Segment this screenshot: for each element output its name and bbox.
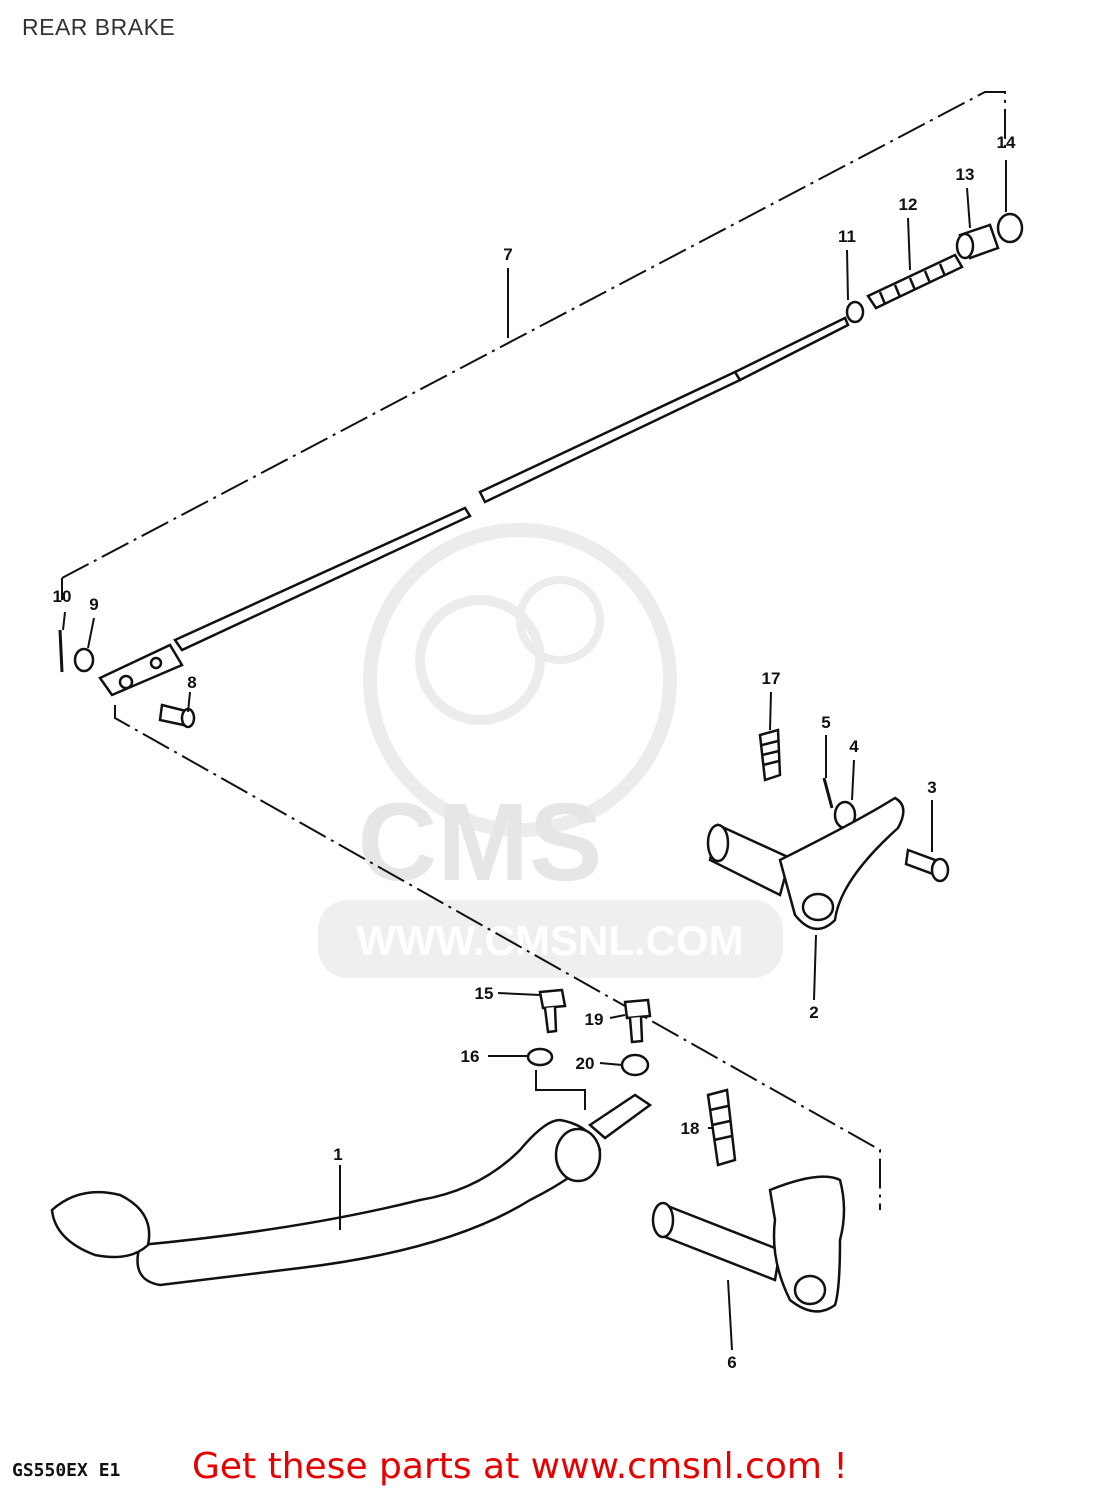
washer-part-11 xyxy=(845,300,865,324)
callout-6[interactable]: 6 xyxy=(727,1353,736,1372)
callout-15[interactable]: 15 xyxy=(475,984,494,1003)
spring-part-17 xyxy=(758,728,782,782)
washer-part-20 xyxy=(620,1053,650,1077)
spring-part-18 xyxy=(706,1088,737,1167)
clevis-pin-part-8 xyxy=(158,703,196,729)
assembly-lines xyxy=(61,91,1006,1210)
callout-7[interactable]: 7 xyxy=(503,245,512,264)
callout-10[interactable]: 10 xyxy=(53,587,72,606)
callout-14[interactable]: 14 xyxy=(997,133,1016,152)
spring-part-12 xyxy=(866,253,964,310)
leader-lines xyxy=(62,160,1007,1351)
part-callouts: 14 13 12 11 7 10 9 8 17 5 4 3 2 15 19 16… xyxy=(53,133,1016,1372)
cotter-pin-part-5 xyxy=(822,777,834,809)
callout-12[interactable]: 12 xyxy=(899,195,918,214)
callout-8[interactable]: 8 xyxy=(187,673,196,692)
bolt-part-19 xyxy=(623,998,652,1044)
washer-part-9 xyxy=(73,647,95,673)
callout-17[interactable]: 17 xyxy=(762,669,781,688)
callout-1[interactable]: 1 xyxy=(333,1145,342,1164)
model-code: GS550EX E1 xyxy=(12,1460,121,1481)
callout-16[interactable]: 16 xyxy=(461,1047,480,1066)
callout-3[interactable]: 3 xyxy=(927,778,936,797)
callout-2[interactable]: 2 xyxy=(809,1003,818,1022)
watermark-url-text: WWW.CMSNL.COM xyxy=(356,917,743,964)
brake-rod xyxy=(98,316,850,697)
callout-19[interactable]: 19 xyxy=(585,1010,604,1029)
nut-part-14 xyxy=(996,212,1024,244)
bolt-part-15 xyxy=(538,988,567,1034)
bolt-part-3 xyxy=(904,848,950,883)
joint-part-13 xyxy=(955,223,1000,260)
page-title: REAR BRAKE xyxy=(22,14,176,40)
callout-11[interactable]: 11 xyxy=(838,227,856,246)
lever-shaft-part-6 xyxy=(651,1175,846,1313)
promo-link[interactable]: Get these parts at www.cmsnl.com ! xyxy=(192,1446,848,1487)
callout-20[interactable]: 20 xyxy=(576,1054,595,1073)
brake-pedal-part-1 xyxy=(50,1093,653,1287)
lever-part-2 xyxy=(706,796,905,930)
watermark-logo-text: CMS xyxy=(358,781,602,904)
callout-5[interactable]: 5 xyxy=(821,713,830,732)
callout-9[interactable]: 9 xyxy=(89,595,98,614)
callout-13[interactable]: 13 xyxy=(956,165,975,184)
callout-4[interactable]: 4 xyxy=(849,737,859,756)
cotter-pin-part-10 xyxy=(58,629,64,673)
nut-part-16 xyxy=(526,1047,554,1067)
watermark-logo: CMS WWW.CMSNL.COM xyxy=(318,523,783,978)
callout-18[interactable]: 18 xyxy=(681,1119,700,1138)
